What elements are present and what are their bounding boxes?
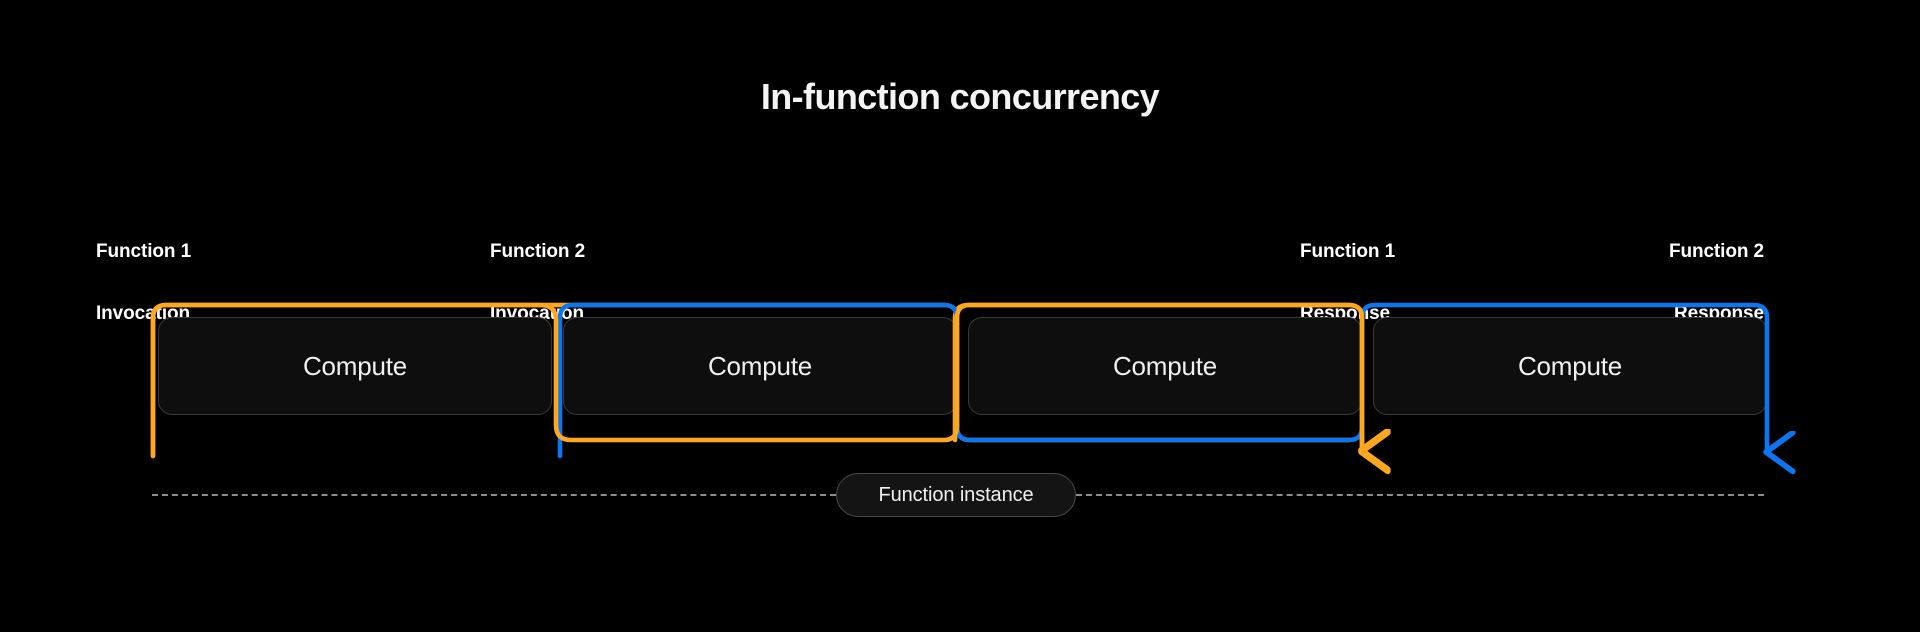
compute-box-2: Compute xyxy=(563,317,957,415)
instance-dashed-line-right xyxy=(1076,494,1764,496)
compute-label: Compute xyxy=(707,350,813,381)
instance-dashed-line-left xyxy=(152,494,836,496)
function-instance-label: Function instance xyxy=(878,483,1034,506)
compute-label: Compute xyxy=(1112,350,1218,381)
compute-box-1: Compute xyxy=(158,317,552,415)
label-line-1: Function 1 xyxy=(1300,241,1396,262)
label-line-1: Function 2 xyxy=(490,241,586,262)
compute-label: Compute xyxy=(1517,350,1623,381)
compute-label: Compute xyxy=(302,350,408,381)
compute-box-4: Compute xyxy=(1373,317,1767,415)
label-line-1: Function 2 xyxy=(1668,241,1764,262)
label-line-1: Function 1 xyxy=(96,241,192,262)
function-instance-pill: Function instance xyxy=(836,473,1076,517)
page-title: In-function concurrency xyxy=(760,76,1160,117)
compute-box-3: Compute xyxy=(968,317,1362,415)
